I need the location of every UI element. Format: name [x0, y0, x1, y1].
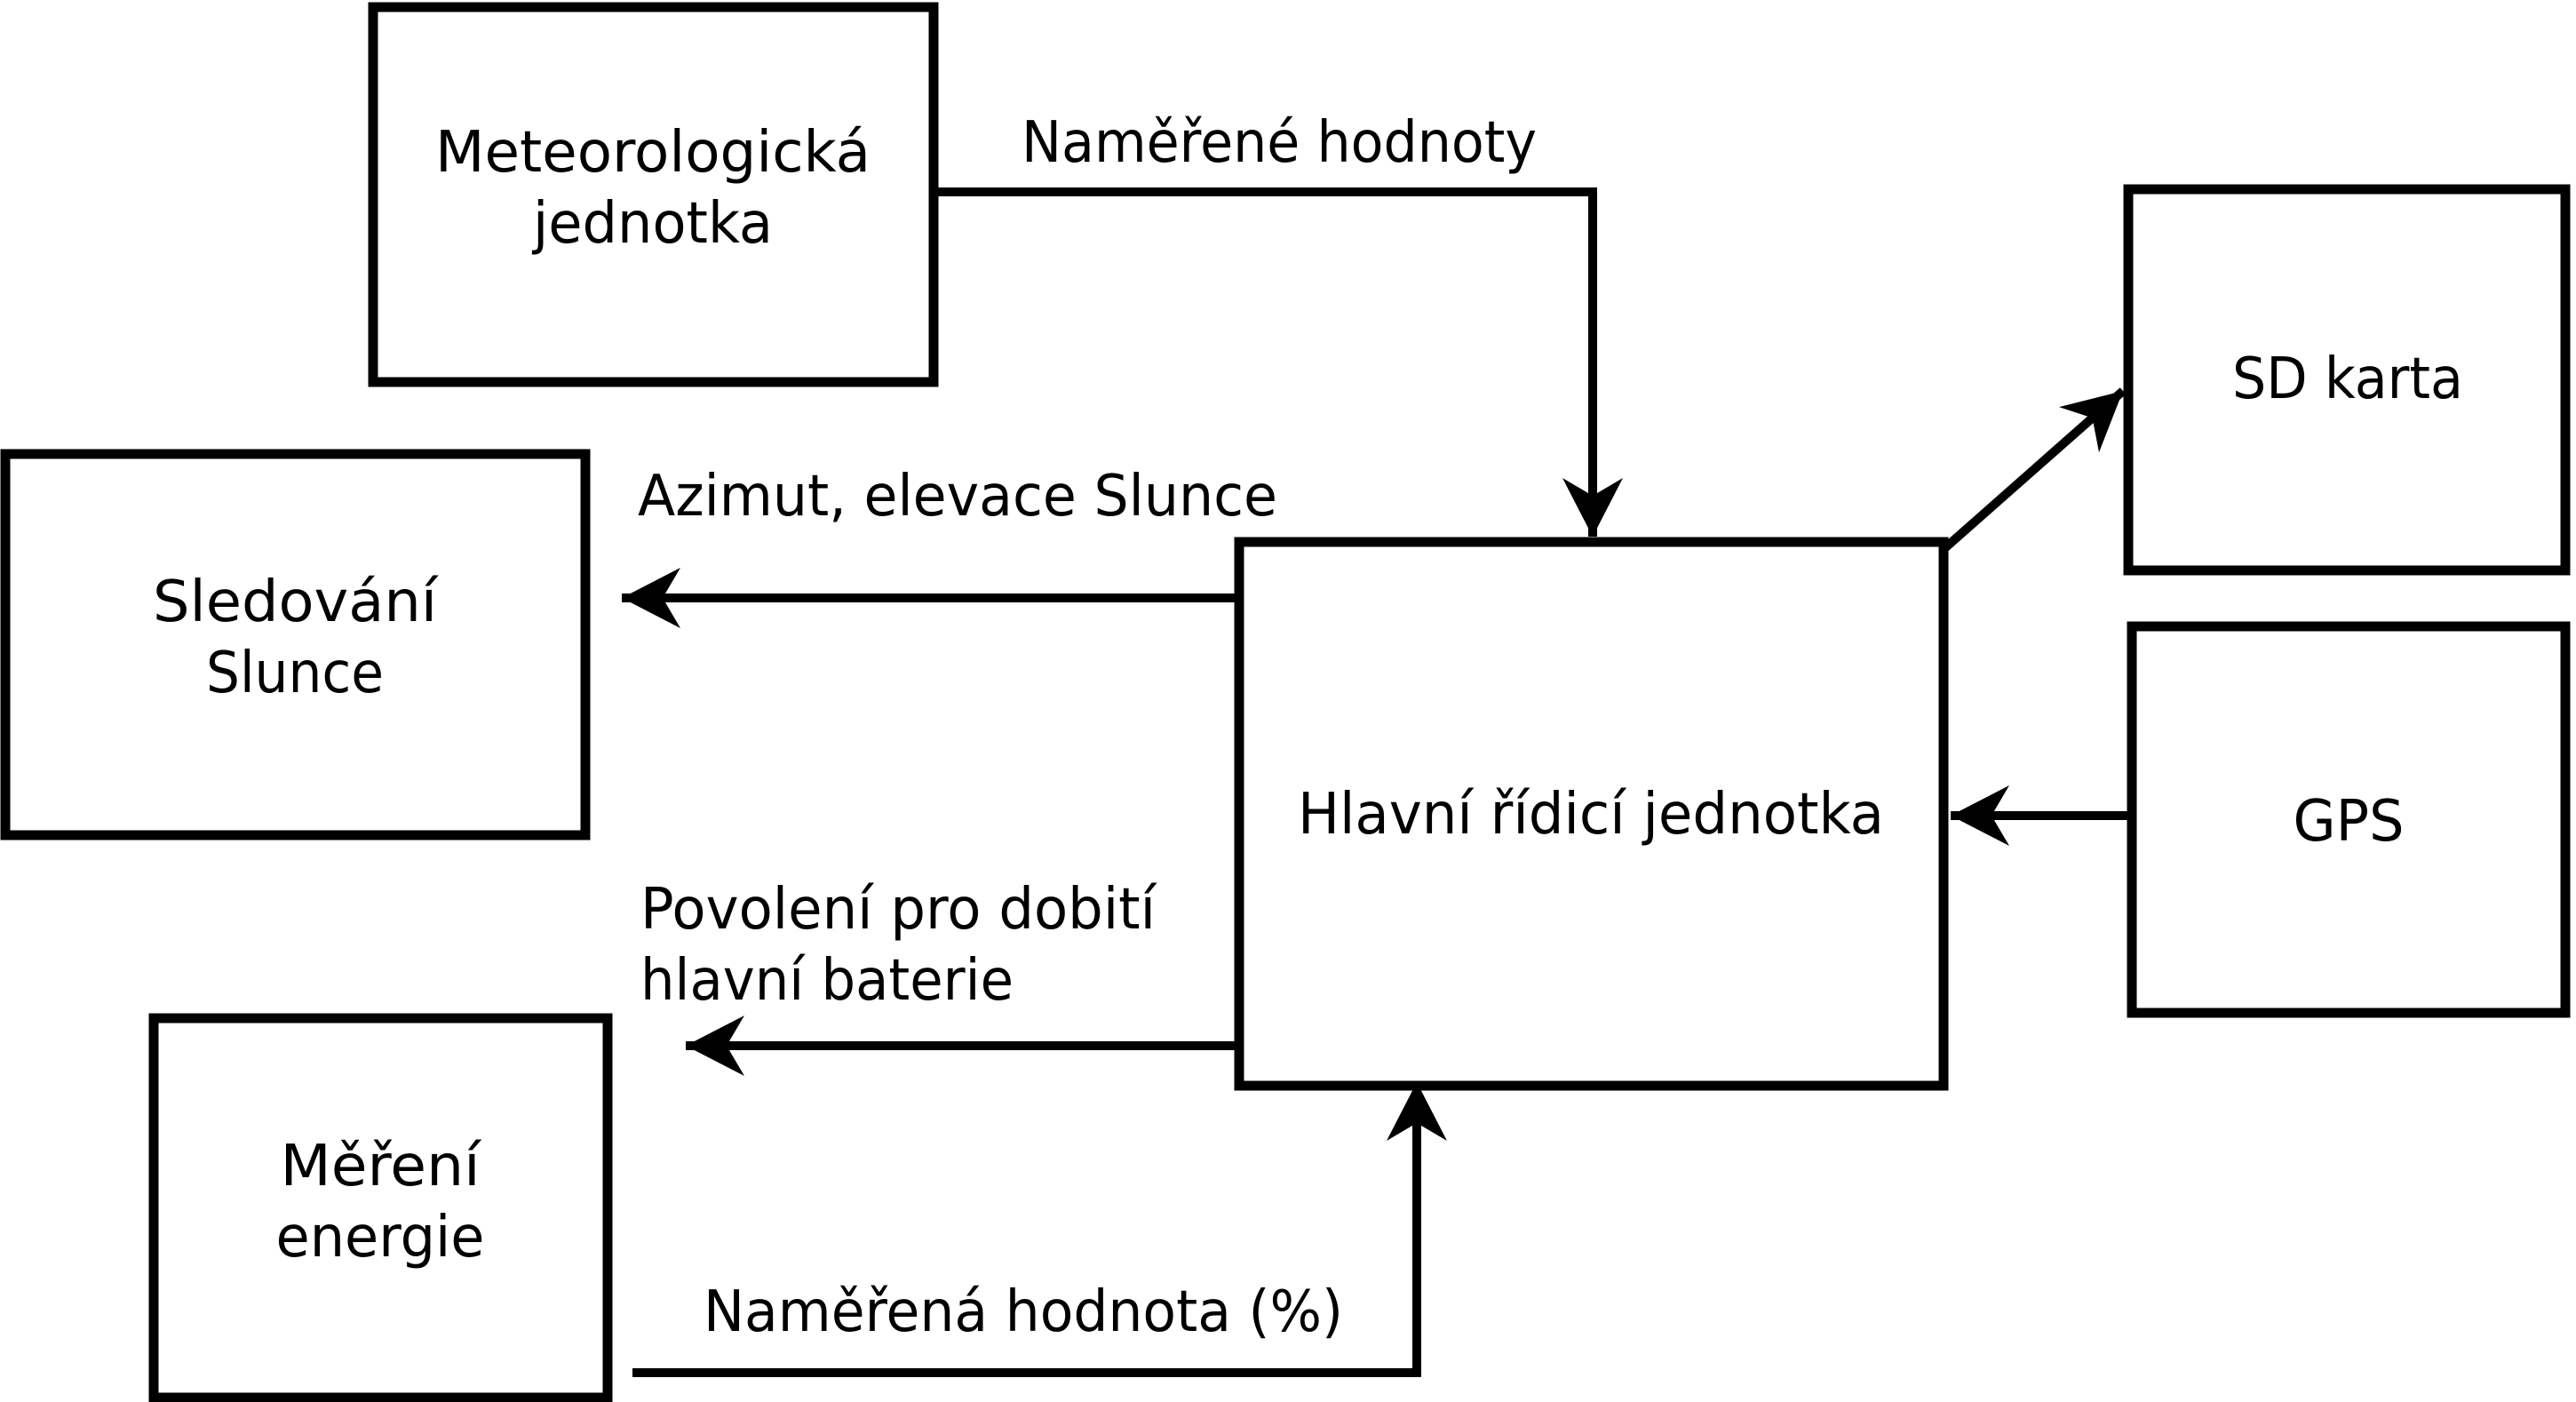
edge-charge-permission-label-line2: hlavní baterie — [640, 948, 1014, 1014]
edge-measured-values — [934, 187, 1623, 537]
edge-azimuth-elevation-label: Azimut, elevace Slunce — [638, 464, 1277, 530]
node-energy-measurement-label-line2: energie — [276, 1205, 485, 1271]
node-meteorological-unit-label-line2: jednotka — [531, 191, 773, 257]
node-sd-card — [2123, 184, 2571, 576]
edge-charge-permission-label-line1: Povolení pro dobití — [640, 877, 1157, 943]
node-energy-measurement — [148, 1013, 613, 1402]
node-meteorological-unit-label-line1: Meteorologická — [435, 120, 871, 186]
edge-measured-value-pct — [632, 1082, 1447, 1377]
node-main-control-unit — [1234, 537, 1949, 1091]
node-main-control-unit-label: Hlavní řídicí jednotka — [1298, 782, 1884, 848]
node-meteorological-unit — [368, 2, 939, 387]
node-energy-measurement-label-line1: Měření — [281, 1134, 482, 1199]
node-sun-tracking-label-line1: Sledování — [153, 570, 439, 635]
node-sun-tracking — [0, 449, 591, 840]
edge-measured-values-label: Naměřené hodnoty — [1022, 110, 1537, 176]
edge-main-to-sd — [1938, 387, 2127, 554]
node-gps-label: GPS — [2294, 789, 2405, 855]
edge-measured-value-pct-label: Naměřená hodnota (%) — [704, 1279, 1343, 1345]
node-gps — [2127, 621, 2571, 1018]
node-sun-tracking-label-line2: Slunce — [206, 641, 384, 706]
node-sd-card-label: SD karta — [2232, 347, 2463, 412]
